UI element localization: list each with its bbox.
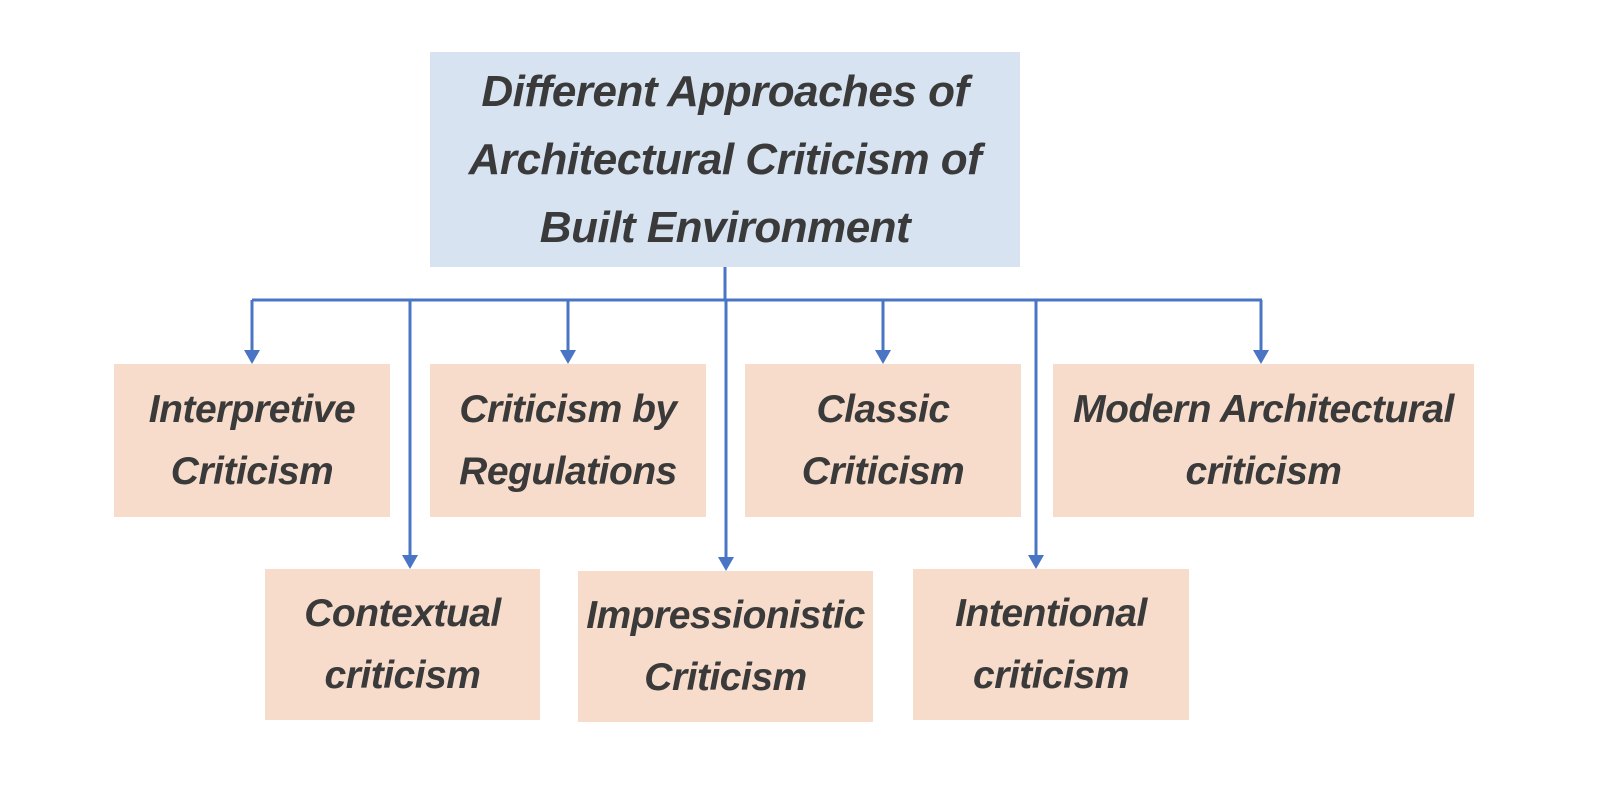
node-classic-criticism: Classic Criticism: [745, 364, 1021, 517]
arrowhead-icon: [718, 557, 734, 571]
node-label: Classic Criticism: [801, 387, 965, 493]
node-label: Contextual criticism: [304, 591, 501, 697]
node-impressionistic-criticism: Impressionistic Criticism: [578, 571, 873, 722]
arrowhead-icon: [1028, 555, 1044, 569]
connector-classic: [875, 300, 891, 364]
node-label: Intentional criticism: [955, 591, 1147, 697]
node-intentional-criticism: Intentional criticism: [913, 569, 1189, 720]
connector-impressionistic: [718, 300, 734, 571]
node-label: Impressionistic Criticism: [586, 593, 865, 699]
arrowhead-icon: [1253, 350, 1269, 364]
connector-regulations: [560, 300, 576, 364]
arrowhead-icon: [402, 555, 418, 569]
node-contextual-criticism: Contextual criticism: [265, 569, 540, 720]
arrowhead-icon: [244, 350, 260, 364]
connector-intentional: [1028, 300, 1044, 569]
node-label: Criticism by Regulations: [459, 387, 677, 493]
root-node: Different Approaches of Architectural Cr…: [430, 52, 1020, 267]
node-label: Modern Architectural criticism: [1073, 387, 1454, 493]
connector-interpretive: [244, 300, 260, 364]
connector-modern: [1253, 300, 1269, 364]
node-interpretive-criticism: Interpretive Criticism: [114, 364, 390, 517]
connector-contextual: [402, 300, 418, 569]
root-node-label: Different Approaches of Architectural Cr…: [468, 66, 982, 252]
node-label: Interpretive Criticism: [148, 387, 356, 493]
arrowhead-icon: [875, 350, 891, 364]
arrowhead-icon: [560, 350, 576, 364]
node-modern-architectural-criticism: Modern Architectural criticism: [1053, 364, 1474, 517]
node-criticism-by-regulations: Criticism by Regulations: [430, 364, 706, 517]
